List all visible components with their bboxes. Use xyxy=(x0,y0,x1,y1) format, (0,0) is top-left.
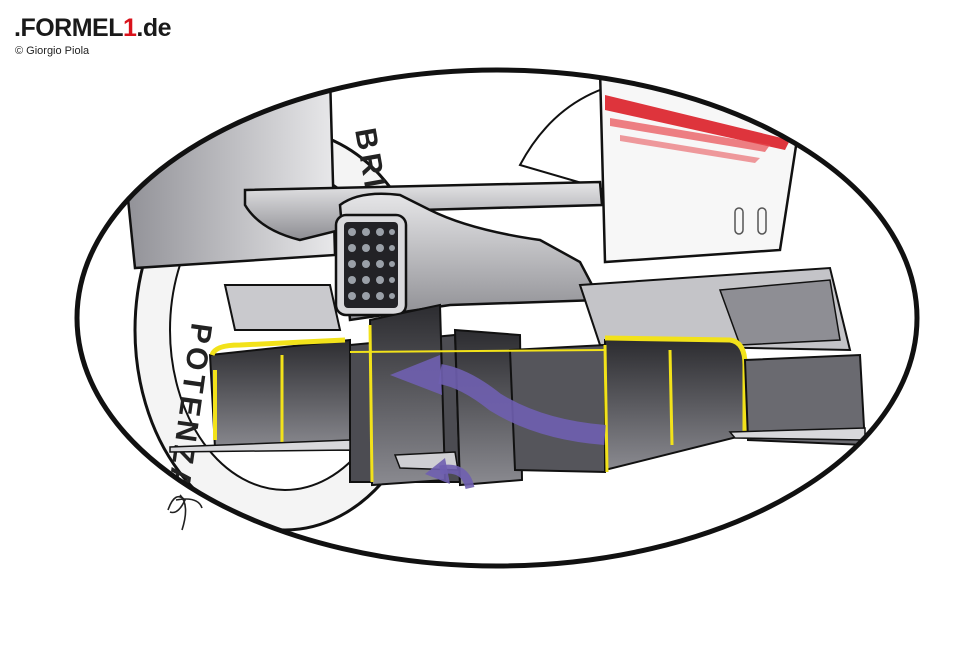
rain-light xyxy=(334,213,408,317)
logo-prefix: .FORMEL xyxy=(14,14,124,42)
logo-accent: 1 xyxy=(123,14,137,42)
logo-suffix: .de xyxy=(136,14,172,42)
airflow-arrows xyxy=(390,355,606,490)
image-credit: © Giorgio Piola xyxy=(15,45,90,57)
signature-icon xyxy=(167,494,203,531)
beam-wing xyxy=(243,180,604,242)
curved-arrow-head-icon xyxy=(390,355,442,395)
curved-arrow-icon xyxy=(438,364,606,445)
oval-frame xyxy=(74,67,920,569)
suspension-left xyxy=(223,284,342,331)
car-rear-view: BRIDGESTONE POTENZA xyxy=(77,70,917,566)
gearbox-casing xyxy=(718,279,841,346)
curved-arrow-head-icon-lower xyxy=(425,458,450,484)
site-logo: .FORMEL1.de xyxy=(14,14,172,42)
